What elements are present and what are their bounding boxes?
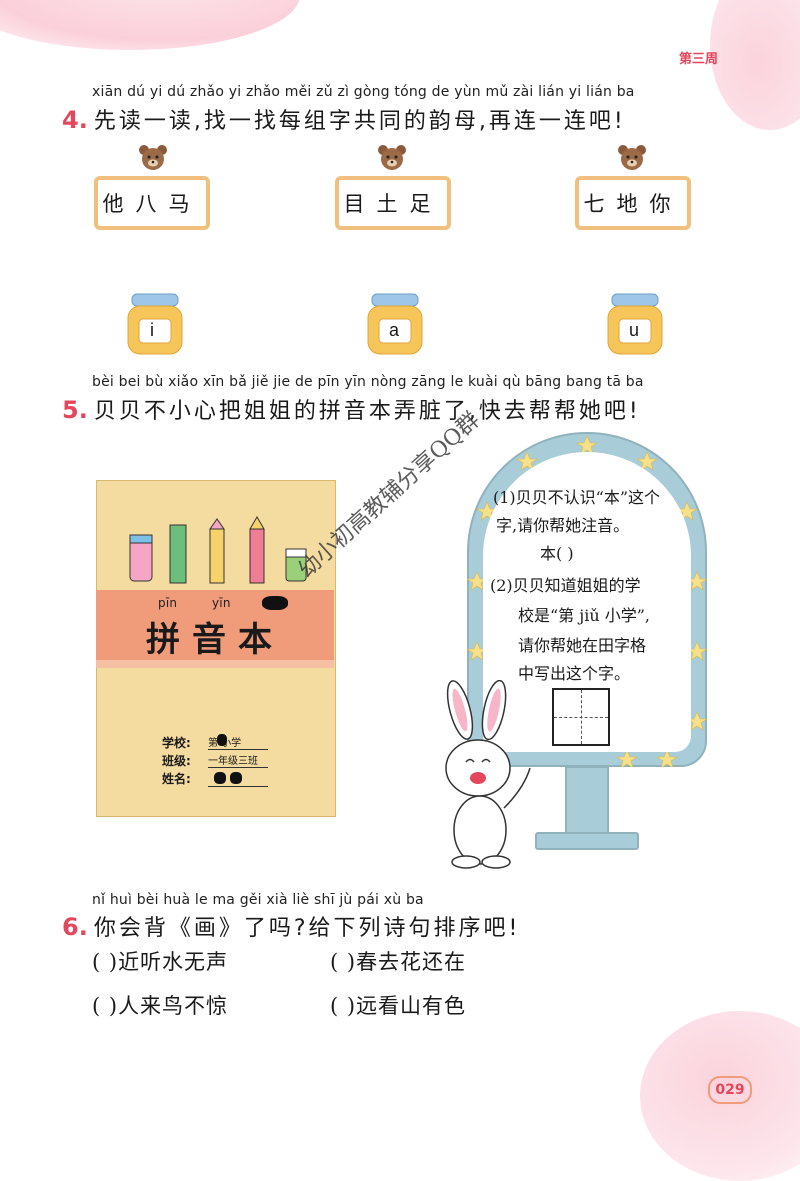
notebook-pinyin-pin: pīn [158,596,178,610]
bear-icon [618,145,646,170]
q5-pinyin: bèi bei bù xiǎo xīn bǎ jiě jie de pīn yī… [92,374,644,390]
week-label: 第三周 [678,52,718,67]
mirror-text-line-6: 请你帮她在田字格 [518,636,647,655]
mirror-text-line-4: (2)贝贝知道姐姐的学 [490,576,641,595]
q6-text: 你会背《画》了吗?给下列诗句排序吧! [93,916,521,941]
q4-number: 4. [62,106,88,134]
mirror-text-line-2: 字,请你帮她注音。 [496,516,630,535]
ink-smudge [214,772,226,784]
q6-number: 6. [62,913,88,941]
mirror-stand-post [565,766,609,838]
star-decorations [467,435,707,767]
poem-line-1: ( )近听水无声 [92,946,228,976]
corner-decoration-top-right [710,0,800,130]
mirror-text-line-1: (1)贝贝不认识“本”这个 [493,488,661,507]
honey-jar-icon [607,293,663,355]
ink-smudge [230,772,242,784]
jar-final-label: i [150,320,154,340]
poem-line-4: ( )远看山有色 [330,990,466,1020]
class-value: 一年级三班 [208,752,268,768]
notebook-pinyin-yin: yīn [212,596,231,610]
q6-pinyin: nǐ huì bèi huà le ma gěi xià liè shī jù … [92,892,424,908]
answer-blank[interactable]: ( ) [92,950,119,974]
character-card-2: 目土足 [335,176,451,230]
mirror-text-line-5: 校是“第 jiǔ 小学”, [518,606,651,625]
answer-blank[interactable]: ( ) [330,950,357,974]
stationery-characters-illustration [129,516,307,584]
answer-blank[interactable]: ( ) [92,994,119,1018]
ink-smudge [262,596,288,610]
bear-icon [139,145,167,170]
character-card-3: 七地你 [575,176,691,230]
verse: 春去花还在 [356,950,467,974]
q4-text: 先读一读,找一找每组字共同的韵母,再连一连吧! [93,109,626,134]
page-number: 029 [708,1076,752,1104]
school-label: 学校: [162,736,191,750]
honey-jar-icon [127,293,183,355]
q6-question: 6.你会背《画》了吗?给下列诗句排序吧! [62,910,520,942]
poem-line-2: ( )春去花还在 [330,946,466,976]
q5-number: 5. [62,396,88,424]
verse: 近听水无声 [118,950,229,974]
q5-text: 贝贝不小心把姐姐的拼音本弄脏了,快去帮帮她吧! [93,399,641,424]
mirror-stand-base [535,832,639,850]
character-card-1: 他八马 [94,176,210,230]
answer-blank[interactable]: ( ) [330,994,357,1018]
bear-icon [378,145,406,170]
mirror-glass [483,452,691,752]
rabbit-icon [445,680,531,869]
corner-decoration-top-left [0,0,300,50]
notebook-title-band [96,590,334,660]
honey-jar-1[interactable]: i [124,292,186,356]
verse: 远看山有色 [356,994,467,1018]
name-line [208,786,268,787]
mirror-text-line-7: 中写出这个字。 [518,664,631,683]
q5-question: 5.贝贝不小心把姐姐的拼音本弄脏了,快去帮帮她吧! [62,393,641,425]
tian-zi-ge-writing-grid[interactable] [552,688,610,746]
ink-smudge [217,734,227,746]
honey-jar-3[interactable]: u [604,292,666,356]
jar-final-label: a [389,320,400,340]
jar-final-label: u [629,320,640,340]
honey-jar-2[interactable]: a [364,292,426,356]
class-label: 班级: [162,754,191,768]
notebook-title: 拼音本 [146,620,284,660]
poem-line-3: ( )人来鸟不惊 [92,990,228,1020]
q4-question: 4.先读一读,找一找每组字共同的韵母,再连一连吧! [62,103,626,135]
q4-pinyin: xiān dú yi dú zhǎo yi zhǎo měi zǔ zì gòn… [92,84,635,100]
notebook-band-stripe [96,660,334,668]
name-label: 姓名: [162,772,191,786]
honey-jar-icon [367,293,423,355]
mirror-answer-ben[interactable]: 本( ) [540,544,574,563]
verse: 人来鸟不惊 [118,994,229,1018]
